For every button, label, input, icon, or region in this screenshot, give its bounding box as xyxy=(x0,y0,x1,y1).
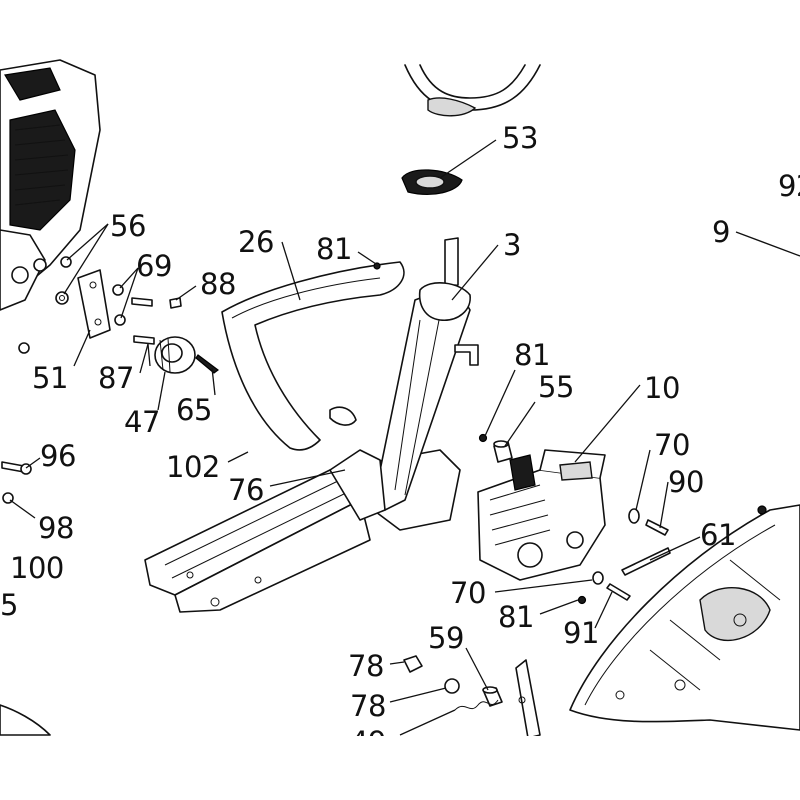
nut-78a xyxy=(403,655,423,673)
blade-bottom-left xyxy=(0,704,51,736)
bolt-87 xyxy=(131,297,155,345)
label-78-top: 78 xyxy=(348,649,384,683)
gearbox-10 xyxy=(477,449,606,581)
label-59: 59 xyxy=(428,621,464,655)
label-78-bottom: 78 xyxy=(350,689,386,723)
pin-61 xyxy=(621,547,671,576)
label-69: 69 xyxy=(136,249,172,283)
label-61: 61 xyxy=(700,518,736,552)
washer-small-left xyxy=(18,342,30,354)
label-55: 55 xyxy=(538,370,574,404)
side-cover xyxy=(569,504,800,731)
label-91: 91 xyxy=(563,616,599,650)
guard-26 xyxy=(221,261,405,451)
bushing-55 xyxy=(493,440,513,463)
washer-70a xyxy=(628,508,640,524)
label-9: 9 xyxy=(712,215,730,249)
label-92: 92 xyxy=(778,169,800,203)
nut-56b xyxy=(55,291,69,305)
label-96: 96 xyxy=(40,439,76,473)
label-81-bottom: 81 xyxy=(498,600,534,634)
bracket-51 xyxy=(77,269,111,339)
leader-lines xyxy=(9,139,800,736)
label-65: 65 xyxy=(176,393,212,427)
callout-labels: 56 69 88 26 81 3 53 92 9 51 87 47 65 81 … xyxy=(0,121,800,759)
bolt-81b xyxy=(478,433,488,443)
spacer-59 xyxy=(482,686,503,707)
bolt-90 xyxy=(645,519,669,536)
upright-post xyxy=(329,237,479,521)
bolt-91 xyxy=(606,583,631,601)
label-81-mid: 81 xyxy=(514,338,550,372)
bolt-right-edge xyxy=(757,505,767,515)
key-65 xyxy=(195,354,219,374)
bolt-81a xyxy=(373,262,381,270)
label-81-top: 81 xyxy=(316,232,352,266)
label-98: 98 xyxy=(38,511,74,545)
engine xyxy=(0,59,101,311)
washer-69 xyxy=(112,284,126,326)
label-26: 26 xyxy=(238,225,274,259)
label-3: 3 xyxy=(503,228,521,262)
frame-tray xyxy=(144,449,461,613)
label-90: 90 xyxy=(668,465,704,499)
label-56: 56 xyxy=(110,209,146,243)
handlebar xyxy=(404,64,541,117)
label-76: 76 xyxy=(228,473,264,507)
key-88 xyxy=(169,297,182,309)
spring-49 xyxy=(454,699,499,711)
label-70-top: 70 xyxy=(654,428,690,462)
lever-bottom xyxy=(515,659,541,739)
pulley-47 xyxy=(154,336,196,374)
pad-53 xyxy=(401,169,463,195)
label-87: 87 xyxy=(98,361,134,395)
label-53: 53 xyxy=(502,121,538,155)
label-100: 100 xyxy=(10,551,64,585)
label-102: 102 xyxy=(166,450,220,484)
nut-78b xyxy=(444,678,460,694)
washer-70b xyxy=(592,571,604,585)
label-10: 10 xyxy=(644,371,680,405)
label-5: 5 xyxy=(0,588,18,622)
label-88: 88 xyxy=(200,267,236,301)
label-70-bottom: 70 xyxy=(450,576,486,610)
label-51: 51 xyxy=(32,361,68,395)
bolt-81c xyxy=(577,595,587,605)
bottom-margin xyxy=(0,736,800,800)
label-47: 47 xyxy=(124,405,160,439)
